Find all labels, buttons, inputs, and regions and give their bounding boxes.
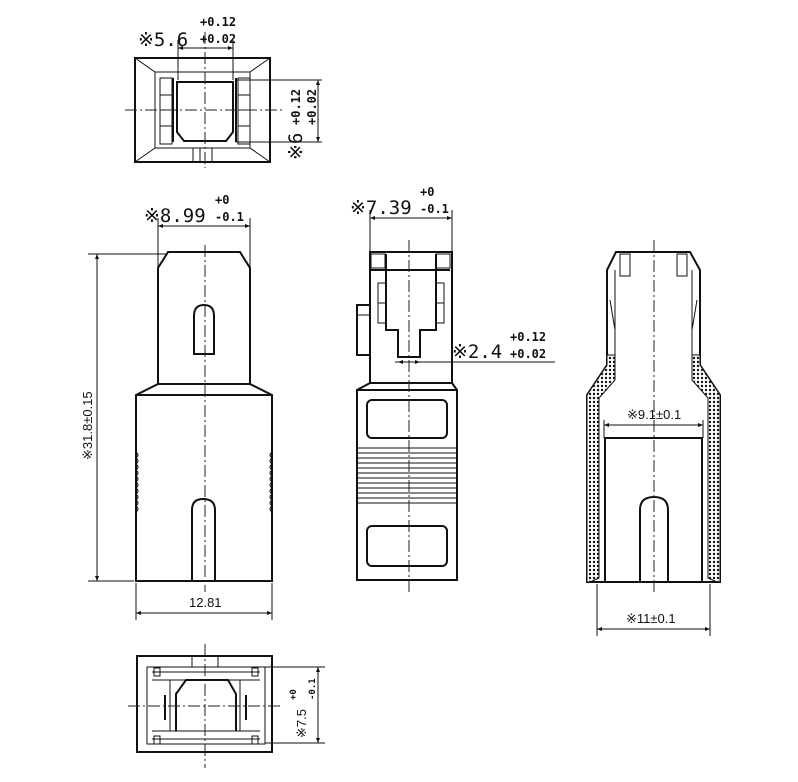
tol-upper: +0.12 <box>510 330 546 344</box>
dim-7-39: ※7.39 <box>350 197 412 219</box>
dim-5-6: ※5.6 <box>138 29 188 51</box>
tol-upper: +0 <box>215 193 229 207</box>
tol-lower: -0.1 <box>308 678 318 700</box>
dim-12-81: 12.81 <box>189 595 222 610</box>
dim-9-1: ※9.1±0.1 <box>627 407 681 422</box>
dim-11: ※11±0.1 <box>626 611 676 626</box>
section-view: ※9.1±0.1 ※11±0.1 <box>586 240 721 636</box>
dim-2-4: ※2.4 <box>452 341 502 363</box>
dim-7-5: ※7.5 <box>294 709 309 738</box>
tol-lower: -0.1 <box>420 202 449 216</box>
tol-lower: +0.02 <box>305 89 319 125</box>
tol-upper: +0 <box>420 185 434 199</box>
tol-lower: +0.02 <box>200 32 236 46</box>
dim-8-99: ※8.99 <box>144 205 206 227</box>
tol-lower: -0.1 <box>215 210 244 224</box>
bottom-view: ※7.5 +0 -0.1 <box>128 644 325 768</box>
dim-31-8: ※31.8±0.15 <box>80 391 95 460</box>
dim-6: ※6 <box>285 133 307 160</box>
top-view: ※5.6 +0.12 +0.02 ※6 +0.12 +0.02 <box>125 15 322 168</box>
front-view: ※8.99 +0 -0.1 ※31.8±0.15 12.81 <box>80 193 273 620</box>
tol-upper: +0.12 <box>289 89 303 125</box>
tol-upper: +0 <box>289 689 299 700</box>
side-view: ※7.39 +0 -0.1 ※2.4 +0.12 +0.02 <box>350 185 555 592</box>
tol-upper: +0.12 <box>200 15 236 29</box>
tol-lower: +0.02 <box>510 347 546 361</box>
grip-ribs <box>357 447 457 504</box>
